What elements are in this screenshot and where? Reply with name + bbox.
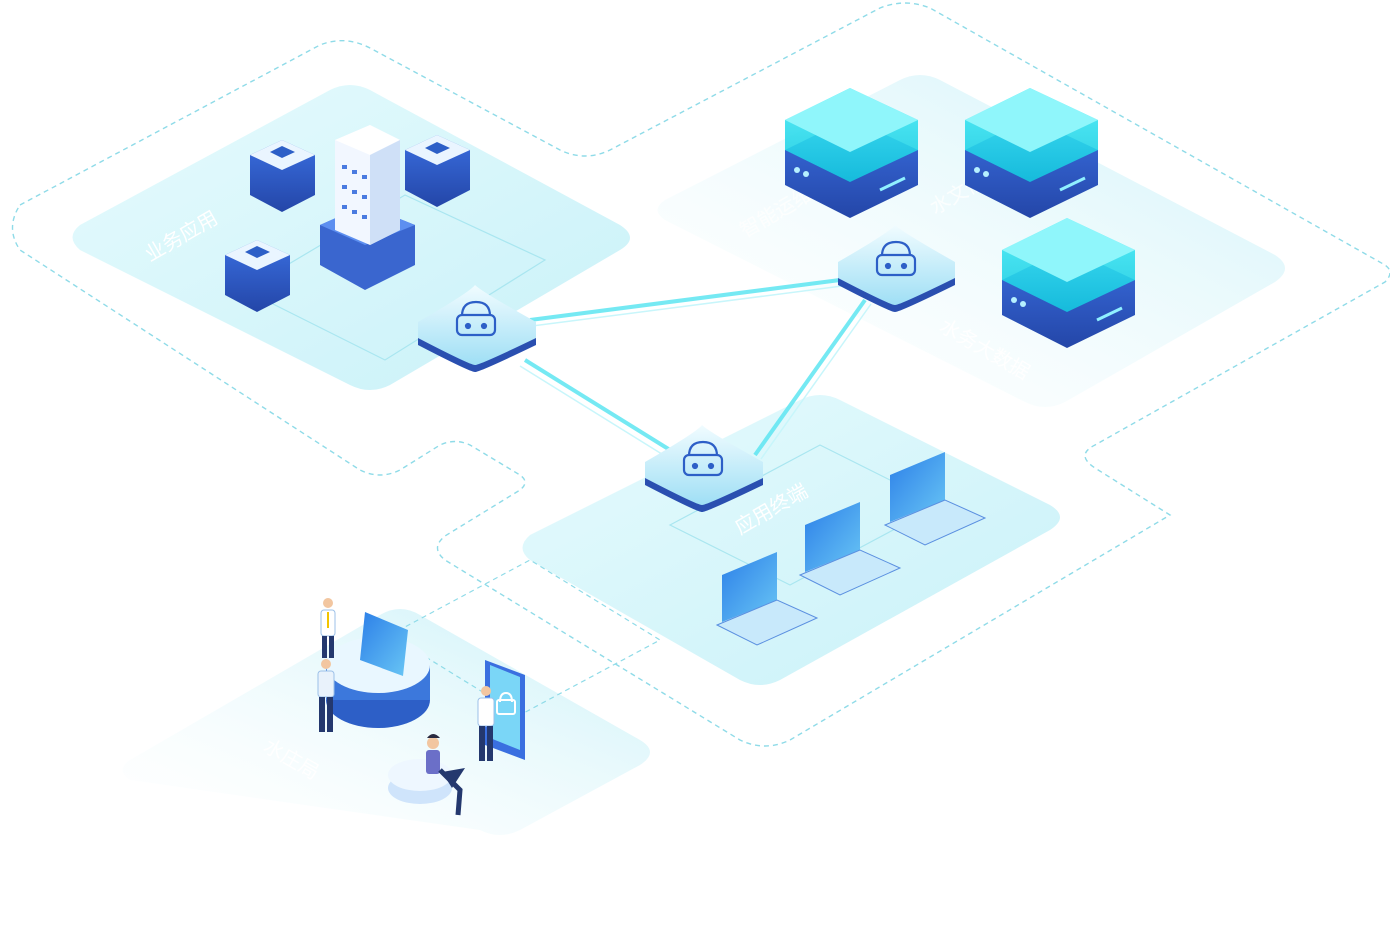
security-gateway-c bbox=[645, 425, 763, 512]
seat-ottoman bbox=[388, 759, 452, 804]
security-gateway-a bbox=[418, 285, 536, 372]
zone-app-terminal: 应用终端 bbox=[522, 395, 1060, 685]
person-standing-3 bbox=[477, 686, 495, 761]
link-a-b bbox=[529, 278, 841, 322]
laptop-3 bbox=[715, 552, 819, 646]
link-a-c bbox=[523, 358, 672, 452]
data-server-1 bbox=[785, 88, 918, 218]
link-b-c bbox=[753, 298, 867, 457]
office-building bbox=[320, 125, 415, 290]
laptop-1 bbox=[883, 452, 987, 546]
data-server-3 bbox=[1002, 218, 1135, 348]
phone-lock-panel bbox=[485, 660, 525, 760]
lock-icon bbox=[496, 691, 516, 715]
lock-icon bbox=[875, 240, 917, 277]
laptop-2 bbox=[798, 502, 902, 596]
server-box-1 bbox=[250, 140, 315, 212]
person-standing-1 bbox=[320, 598, 336, 658]
reception-desk bbox=[326, 612, 430, 728]
lock-icon bbox=[682, 440, 724, 477]
server-box-3 bbox=[225, 240, 290, 312]
person-standing-2 bbox=[317, 659, 335, 732]
server-box-2 bbox=[405, 135, 470, 207]
lock-icon bbox=[455, 300, 497, 337]
data-server-2 bbox=[965, 88, 1098, 218]
security-gateway-b bbox=[838, 225, 955, 312]
person-sitting bbox=[426, 734, 465, 816]
gateway-links bbox=[523, 278, 867, 457]
